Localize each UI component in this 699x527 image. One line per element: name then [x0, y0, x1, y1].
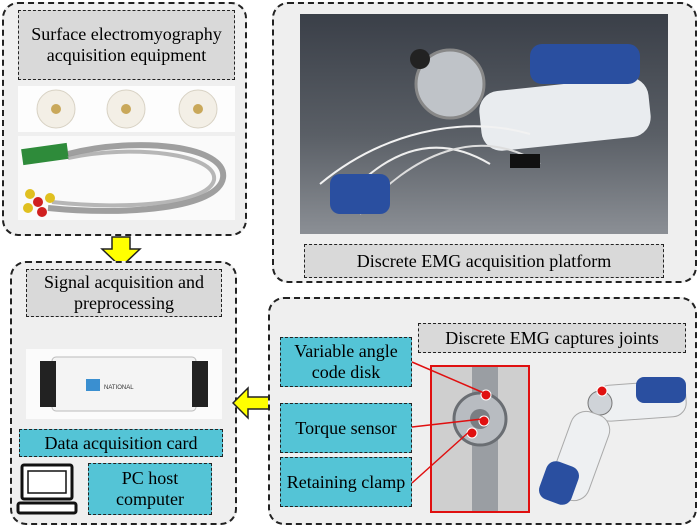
daq-device-photo: NATIONAL — [26, 349, 222, 419]
panel-semg-equipment: Surface electromyography acquisition equ… — [2, 2, 247, 236]
panel-signal-acquisition: Signal acquisition and preprocessing NAT… — [10, 261, 237, 525]
signal-acquisition-title: Signal acquisition and preprocessing — [26, 269, 222, 317]
panel-emg-joints: Discrete EMG captures joints Variable an… — [268, 297, 697, 525]
panel-acquisition-platform: Discrete EMG acquisition platform — [272, 2, 697, 283]
angle-disk-label: Variable angle code disk — [280, 337, 412, 387]
daq-card-label: Data acquisition card — [19, 429, 223, 457]
platform-illustration — [319, 44, 651, 215]
arrow-down-icon — [100, 236, 142, 268]
semg-equipment-title: Surface electromyography acquisition equ… — [18, 10, 235, 80]
pc-host-label: PC host computer — [88, 463, 212, 515]
exoskeleton-photo — [536, 363, 692, 513]
pointer-lines — [411, 361, 485, 484]
arrow-left-icon — [232, 386, 271, 420]
electrode-pads-photo — [18, 86, 235, 132]
computer-icon — [16, 463, 78, 515]
retaining-clamp-label: Retaining clamp — [280, 457, 412, 507]
daq-device-illustration: NATIONAL — [40, 356, 208, 412]
platform-photo — [300, 14, 668, 234]
torque-sensor-label: Torque sensor — [280, 403, 412, 453]
emg-joints-title: Discrete EMG captures joints — [418, 323, 686, 353]
emg-cables-illustration — [21, 142, 227, 217]
svg-text:NATIONAL: NATIONAL — [104, 385, 134, 391]
emg-cables-photo — [18, 136, 235, 220]
electrode-pads-illustration — [36, 89, 218, 129]
exoskeleton-illustration — [539, 377, 687, 505]
platform-caption: Discrete EMG acquisition platform — [304, 244, 664, 278]
